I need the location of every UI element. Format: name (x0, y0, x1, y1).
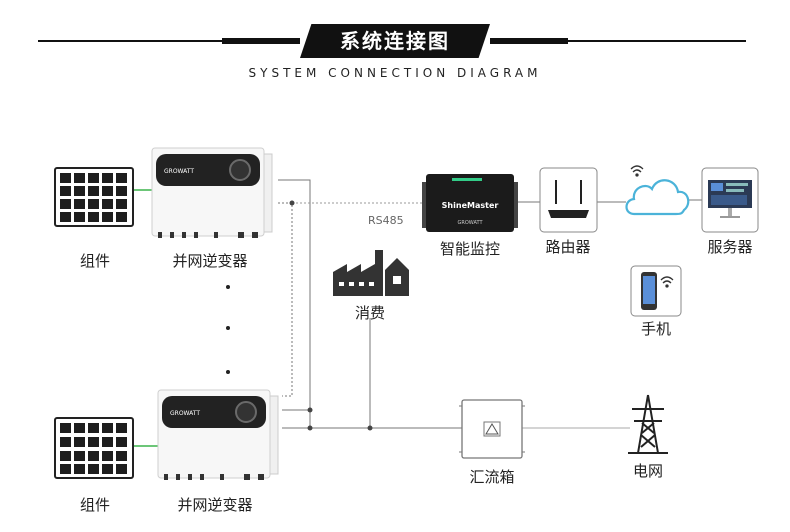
svg-text:GROWATT: GROWATT (164, 168, 194, 175)
panel-label-bottom: 组件 (79, 496, 110, 514)
server-icon (701, 167, 759, 233)
page-subtitle: SYSTEM CONNECTION DIAGRAM (248, 66, 542, 80)
solar-panel-icon (54, 167, 134, 227)
junction-dots (289, 200, 373, 431)
header-rule-left (38, 40, 300, 42)
grid-label: 电网 (632, 462, 663, 480)
panel-label-top: 组件 (79, 252, 110, 270)
svg-text:GROWATT: GROWATT (457, 220, 483, 226)
phone-label: 手机 (640, 320, 671, 338)
factory-icon (333, 250, 409, 296)
inverter-icon: GROWATT (151, 147, 273, 238)
cloud-icon (625, 179, 690, 216)
consumption-label: 消费 (354, 304, 385, 322)
combiner-box-icon (459, 399, 525, 459)
phone-icon (630, 265, 682, 317)
svg-text:GROWATT: GROWATT (170, 410, 200, 417)
power-tower-icon (628, 394, 668, 454)
inverter-icon: GROWATT (157, 389, 279, 480)
server-label: 服务器 (707, 238, 753, 256)
svg-text:ShineMaster: ShineMaster (442, 201, 499, 210)
inverter-label-bottom: 并网逆变器 (177, 496, 253, 514)
monitor-device-icon: ShineMaster GROWATT (422, 174, 518, 232)
router-label: 路由器 (545, 238, 591, 256)
monitor-label: 智能监控 (439, 240, 500, 258)
router-icon (539, 167, 598, 233)
rs485-label: RS485 (368, 214, 404, 227)
wifi-icon (630, 165, 644, 177)
inverter-label-top: 并网逆变器 (172, 252, 248, 270)
combiner-label: 汇流箱 (469, 468, 515, 486)
ellipsis-dots (226, 285, 230, 374)
header-rule-right (490, 40, 746, 42)
page-title: 系统连接图 (300, 24, 490, 58)
header-rule-left-thick (222, 38, 300, 44)
solar-panel-icon (54, 417, 134, 479)
